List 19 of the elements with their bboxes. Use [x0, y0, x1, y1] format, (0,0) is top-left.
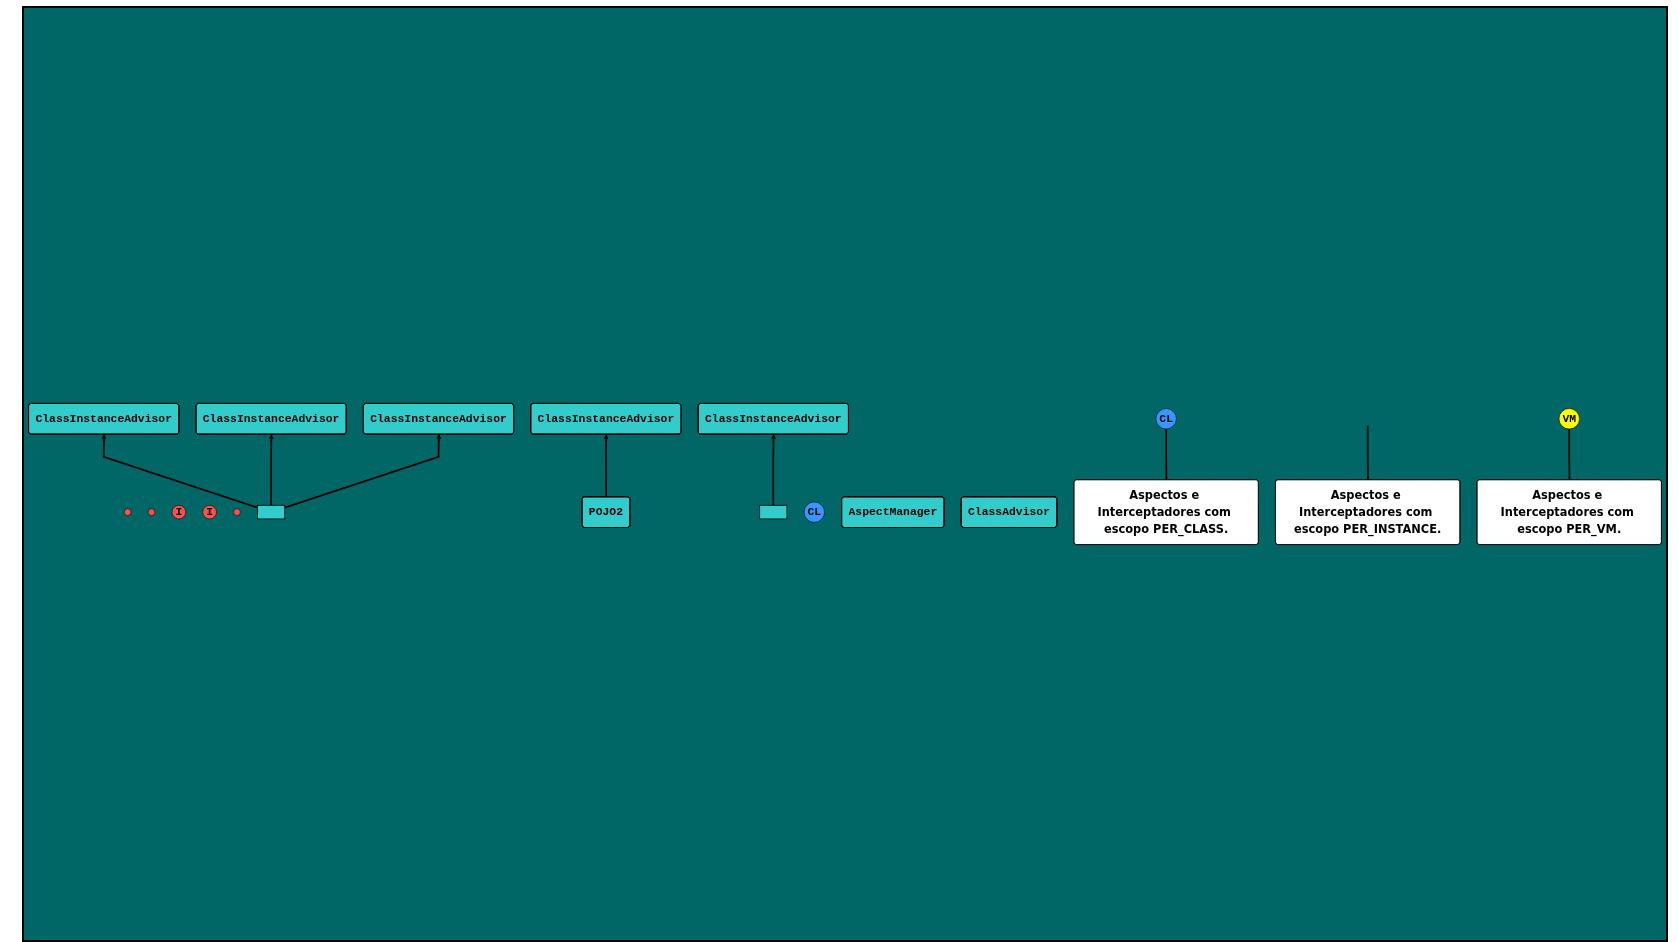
connector	[1366, 424, 1369, 481]
arrow	[771, 434, 777, 507]
arrow	[283, 434, 442, 509]
node-circle	[1155, 408, 1177, 430]
arrow	[268, 434, 274, 507]
node-box	[759, 504, 788, 520]
arrow	[101, 434, 259, 509]
connector	[1165, 428, 1168, 481]
node-circle	[1558, 408, 1580, 430]
node-circle	[233, 508, 241, 516]
node-box	[257, 504, 286, 520]
node-circle	[202, 505, 217, 520]
node-circle	[171, 505, 186, 520]
connector	[1568, 428, 1571, 481]
arrow	[603, 434, 609, 498]
node-circle	[803, 501, 825, 523]
diagram: ClassInstanceAdvisor ClassInstanceAdvisor ClassInstanceAdvisor I ClassInstanceAdvisor I ClassInstanceAdvisor POJO2 CL AspectManager VM ClassAdvisor CL Aspectos e Interceptadores com escopo PER_CLASS. Aspectos e Interceptadores com escopo PER_INSTANCE. Aspectos e Interceptadores com escopo PER_VM.	[24, 8, 1666, 940]
node-circle	[123, 508, 132, 516]
node-circle	[147, 508, 156, 516]
